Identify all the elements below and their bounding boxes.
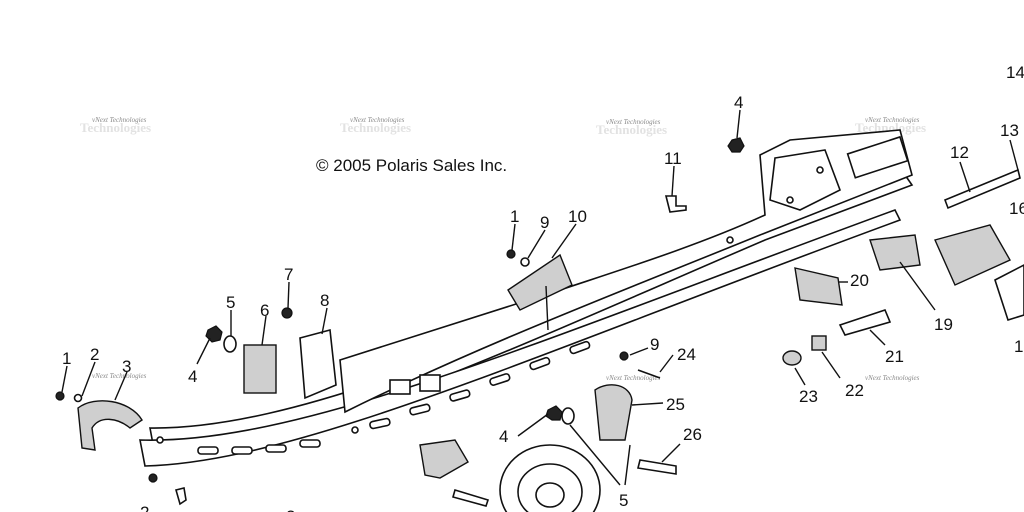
idler-wheel — [499, 444, 601, 512]
part-7-nut — [281, 307, 293, 319]
callout-28: 2 — [286, 507, 295, 512]
part-15-bracket — [994, 264, 1024, 321]
callout-12: 12 — [950, 143, 969, 162]
watermark-text: vNext Technologies — [865, 116, 920, 124]
watermark-shadow: Technologies — [596, 122, 667, 137]
part-5-washer — [223, 335, 237, 353]
part-12-bolt — [943, 168, 1021, 210]
part-pivot-block — [419, 439, 469, 479]
callout-2: 2 — [90, 345, 99, 364]
part-20-block — [794, 267, 843, 306]
part-21-bolt — [838, 309, 892, 336]
part-9-washer — [619, 351, 629, 361]
callout-20: 20 — [850, 271, 869, 290]
part-22-spacer — [811, 335, 827, 351]
watermark-text: vNext Technologies — [606, 118, 661, 126]
part-1-nut — [55, 391, 65, 401]
callout-14: 14 — [1006, 63, 1024, 82]
watermark-text: vNext Technologies — [606, 374, 661, 382]
callout-4: 4 — [734, 93, 743, 112]
callout-11: 11 — [664, 149, 682, 168]
part-2-washer — [73, 393, 83, 403]
callout-9: 9 — [540, 213, 549, 232]
part-26-bolt — [637, 459, 677, 475]
callout-6: 6 — [260, 301, 269, 320]
part-10-bumper — [507, 253, 573, 311]
callout-9: 9 — [650, 335, 659, 354]
callout-26: 26 — [683, 425, 702, 444]
part-4-nut — [545, 405, 563, 421]
watermark-text: vNext Technologies — [350, 116, 405, 124]
callout-1: 1 — [62, 349, 71, 368]
leader-lines — [61, 109, 1019, 486]
callout-8: 8 — [320, 291, 329, 310]
watermark-text: vNext Technologies — [92, 116, 147, 124]
callout-3: 3 — [122, 357, 131, 376]
callout-4: 4 — [188, 367, 197, 386]
part-11-bolt — [664, 195, 687, 213]
callout-15: 1 — [1014, 337, 1023, 356]
part-6-block — [243, 344, 277, 394]
callout-22: 22 — [845, 381, 864, 400]
callout-16: 16 — [1009, 199, 1024, 218]
callout-10: 10 — [568, 207, 587, 226]
watermark-text: vNext Technologies — [92, 372, 147, 380]
part-5-washer — [561, 407, 575, 425]
part-19-block — [869, 234, 921, 271]
part-8-plate — [299, 328, 337, 400]
callout-21: 21 — [885, 347, 904, 366]
callout-23: 23 — [799, 387, 818, 406]
part-9-washer — [520, 257, 530, 267]
callout-19: 19 — [934, 315, 953, 334]
part-nut — [148, 473, 158, 483]
callout-2: 2 — [140, 503, 149, 512]
part-3-rail-tip — [77, 400, 143, 451]
callout-7: 7 — [284, 265, 293, 284]
callout-5: 5 — [226, 293, 235, 312]
part-bolt — [452, 488, 490, 507]
part-25-clamp — [594, 384, 633, 441]
watermark-shadow: Technologies — [80, 120, 151, 135]
slide-rail — [139, 129, 914, 467]
part-4-nut — [205, 325, 223, 343]
callout-labels: 1 2 3 4 5 6 7 8 1 9 10 11 4 12 13 14 16 … — [62, 63, 1024, 512]
callout-4: 4 — [499, 427, 508, 446]
watermark-shadow: Technologies — [340, 120, 411, 135]
callout-25: 25 — [666, 395, 685, 414]
callout-24: 24 — [677, 345, 696, 364]
callout-1: 1 — [510, 207, 519, 226]
part-24-pin — [637, 369, 661, 379]
callout-13: 13 — [1000, 121, 1019, 140]
part-4-nut — [727, 137, 745, 153]
watermark-shadow: Technologies — [855, 120, 926, 135]
part-23-bushing — [782, 350, 802, 366]
part-bolt — [175, 487, 187, 506]
callout-5: 5 — [619, 491, 628, 510]
rail-slots — [197, 340, 591, 455]
watermark-text: vNext Technologies — [865, 374, 920, 382]
part-1-nut — [506, 249, 516, 259]
part-16-bracket — [934, 224, 1011, 286]
copyright-notice: © 2005 Polaris Sales Inc. — [316, 156, 507, 175]
